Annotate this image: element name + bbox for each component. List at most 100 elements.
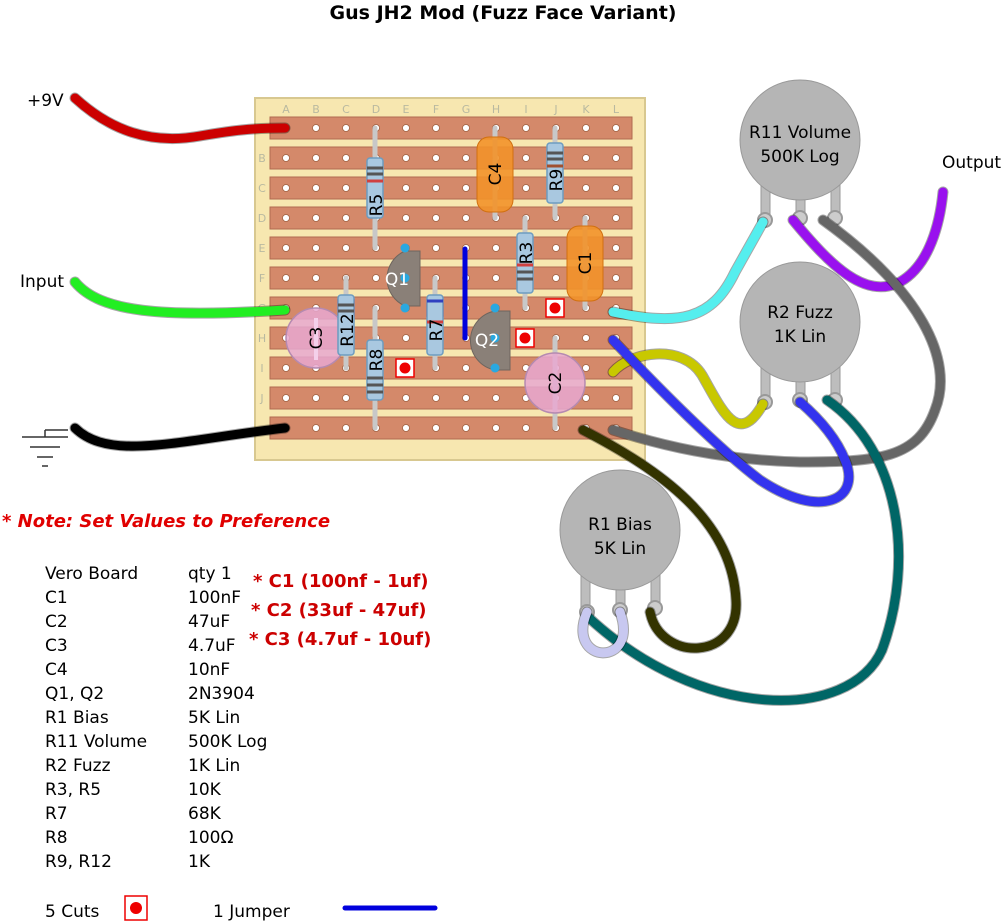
strip-hole (522, 124, 530, 132)
column-label: A (282, 103, 290, 116)
strip-hole (342, 184, 350, 192)
row-label: F (259, 272, 265, 285)
copper-strip (269, 266, 633, 290)
parts-list-value: 10K (188, 780, 222, 800)
copper-strip (269, 146, 633, 170)
strip-hole (282, 394, 290, 402)
strip-hole (612, 214, 620, 222)
svg-text:500K Log: 500K Log (760, 147, 839, 167)
svg-text:C2: C2 (546, 372, 566, 395)
parts-list-part: R9, R12 (45, 852, 112, 872)
strip-hole (462, 364, 470, 372)
row-label: B (258, 152, 266, 165)
capacitor-c2: C2 (524, 335, 586, 431)
copper-strip (269, 176, 633, 200)
parts-list-part: R11 Volume (45, 732, 147, 752)
strip-hole (402, 124, 410, 132)
strip-hole (312, 184, 320, 192)
strip-hole (342, 214, 350, 222)
strip-hole (402, 424, 410, 432)
parts-list-value: 47uF (188, 612, 230, 632)
svg-text:1K Lin: 1K Lin (774, 327, 826, 347)
strip-hole (312, 154, 320, 162)
strip-hole (372, 274, 380, 282)
resistor-r7: R7 (426, 275, 447, 371)
parts-list-part: R8 (45, 828, 68, 848)
resistor-r5: R5 (366, 125, 387, 251)
copper-strip (269, 326, 633, 350)
resistor-r9: R9 (546, 125, 567, 221)
track-cut (395, 358, 415, 378)
parts-list-value: 5K Lin (188, 708, 240, 728)
strip-hole (522, 424, 530, 432)
wire-blue (607, 334, 855, 508)
pot-r11-volume: R11 Volume 500K Log (739, 79, 861, 228)
parts-list-part: R1 Bias (45, 708, 109, 728)
column-label: D (372, 103, 380, 116)
wire-output-purple (787, 186, 949, 293)
svg-text:R2 Fuzz: R2 Fuzz (767, 303, 833, 323)
value-note-c2: * C2 (33uf - 47uf) (251, 600, 427, 621)
copper-strip (269, 416, 633, 440)
parts-list-value: 10nF (188, 660, 230, 680)
svg-text:R1 Bias: R1 Bias (588, 515, 652, 535)
svg-text:Q1: Q1 (385, 270, 409, 290)
column-label: G (462, 103, 471, 116)
parts-list-value: 68K (188, 804, 222, 824)
strip-hole (402, 214, 410, 222)
wire-gray (607, 214, 946, 468)
column-label: F (433, 103, 439, 116)
pot-r2-fuzz: R2 Fuzz 1K Lin (739, 261, 861, 410)
strip-hole (462, 124, 470, 132)
capacitor-c1: C1 (566, 215, 604, 311)
parts-list-value: 1K (188, 852, 211, 872)
resistor-r3: R3 (516, 215, 537, 311)
strip-hole (432, 424, 440, 432)
row-label: C (258, 182, 266, 195)
strip-hole (282, 364, 290, 372)
strip-hole (432, 394, 440, 402)
strip-hole (312, 394, 320, 402)
strip-hole (402, 334, 410, 342)
strip-hole (402, 394, 410, 402)
strip-hole (612, 124, 620, 132)
column-label: B (312, 103, 320, 116)
strip-hole (342, 124, 350, 132)
parts-list-part: R7 (45, 804, 68, 824)
column-label: H (492, 103, 500, 116)
output-label: Output (942, 153, 1001, 173)
copper-strips (269, 116, 633, 440)
row-label: I (260, 362, 263, 375)
strip-hole (462, 184, 470, 192)
parts-list-value: qty 1 (188, 564, 232, 584)
strip-hole (282, 184, 290, 192)
preference-note: * Note: Set Values to Preference (2, 511, 330, 532)
row-label: H (258, 332, 266, 345)
value-note-c3: * C3 (4.7uf - 10uf) (249, 629, 431, 650)
svg-text:R7: R7 (427, 319, 447, 342)
ground-icon (22, 429, 68, 467)
cuts-legend-label: 5 Cuts (45, 902, 100, 922)
svg-text:C3: C3 (307, 327, 327, 350)
diagram-title: Gus JH2 Mod (Fuzz Face Variant) (330, 2, 677, 24)
copper-strip (269, 116, 633, 140)
strip-hole (342, 424, 350, 432)
wire-olive (577, 424, 742, 654)
column-label: L (613, 103, 620, 116)
strip-hole (462, 214, 470, 222)
strip-hole (282, 274, 290, 282)
copper-strip (269, 236, 633, 260)
wire-teal (581, 394, 905, 706)
input-label: Input (20, 272, 64, 292)
wire-ground-black (69, 422, 291, 452)
strip-hole (552, 244, 560, 252)
strip-hole (582, 364, 590, 372)
strip-hole (612, 274, 620, 282)
parts-list-part: Q1, Q2 (45, 684, 104, 704)
transistor-q1: Q1 (385, 243, 421, 313)
strip-hole (492, 274, 500, 282)
strip-hole (312, 274, 320, 282)
capacitor-c3: C3 (285, 307, 347, 369)
